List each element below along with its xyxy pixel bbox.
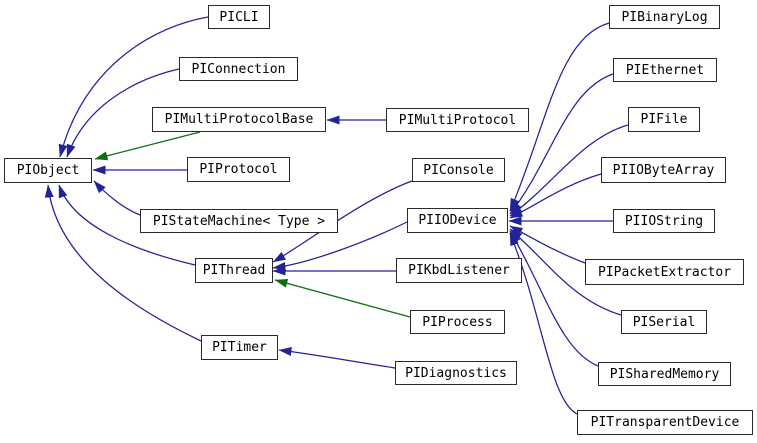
node-pitimer[interactable]: PITimer <box>201 335 278 360</box>
node-piconsole[interactable]: PIConsole <box>412 158 505 182</box>
node-pifile[interactable]: PIFile <box>628 107 700 132</box>
node-piprocess[interactable]: PIProcess <box>410 310 505 334</box>
node-pitransparentdevice[interactable]: PITransparentDevice <box>577 410 753 435</box>
node-pipacketextractor[interactable]: PIPacketExtractor <box>585 259 744 285</box>
edge-pifile-to-piiodevice <box>509 124 629 217</box>
edge-pibinarylog-to-piiodevice <box>509 22 610 212</box>
node-pibinarylog[interactable]: PIBinaryLog <box>609 5 720 29</box>
node-pidiagnostics[interactable]: PIDiagnostics <box>395 361 517 385</box>
node-pikbdlistener[interactable]: PIKbdListener <box>396 258 522 283</box>
edge-pitimer-to-piobject <box>44 184 202 342</box>
node-pimultiprotocol[interactable]: PIMultiProtocol <box>386 108 529 132</box>
edge-pistatemachine-to-piobject <box>93 180 141 216</box>
edge-pimultiprotocolbase-to-piobject <box>94 131 201 161</box>
edge-pidiagnostics-to-pitimer <box>278 347 396 369</box>
node-piprotocol[interactable]: PIProtocol <box>187 157 290 182</box>
node-piconnection[interactable]: PIConnection <box>179 57 298 81</box>
edge-piprocess-to-pithread <box>274 278 411 318</box>
node-pimultiprotocolbase[interactable]: PIMultiProtocolBase <box>152 107 326 132</box>
edge-piserial-to-piiodevice <box>509 228 622 316</box>
node-piiostring[interactable]: PIIOString <box>613 209 715 233</box>
node-pisharedmemory[interactable]: PISharedMemory <box>598 362 731 386</box>
edge-pithread-to-piobject <box>58 184 196 266</box>
node-pithread[interactable]: PIThread <box>195 258 273 283</box>
edge-pisharedmemory-to-piiodevice <box>509 230 599 367</box>
node-picli[interactable]: PICLI <box>208 5 270 29</box>
edge-picli-to-piobject <box>58 16 209 158</box>
node-piiobytearray[interactable]: PIIOByteArray <box>601 157 726 183</box>
edge-piiobytearray-to-piiodevice <box>509 173 602 219</box>
edge-piconnection-to-piobject <box>66 68 180 158</box>
node-piiodevice[interactable]: PIIODevice <box>407 208 508 233</box>
node-pistatemachine[interactable]: PIStateMachine< Type > <box>140 209 338 233</box>
node-piobject[interactable]: PIObject <box>4 158 92 183</box>
node-piserial[interactable]: PISerial <box>621 310 707 334</box>
node-piethernet[interactable]: PIEthernet <box>613 58 717 82</box>
edge-piiodevice-to-pithread <box>272 221 408 271</box>
edge-piethernet-to-piiodevice <box>509 73 614 215</box>
